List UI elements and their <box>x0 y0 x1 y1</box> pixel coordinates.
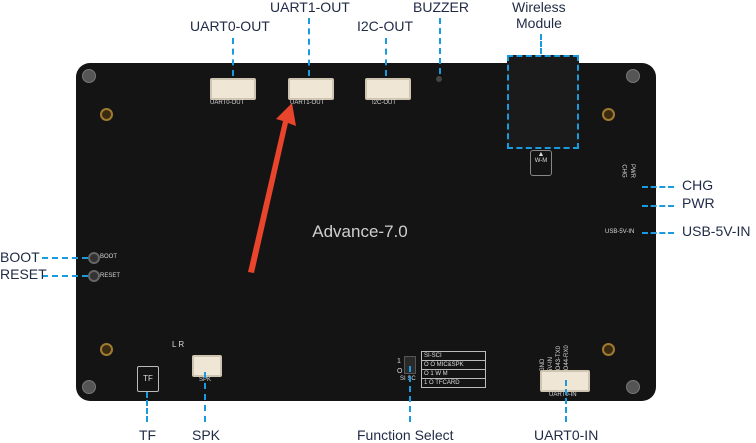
label-tf: TF <box>139 427 157 443</box>
label-wireless: Wireless <box>512 0 566 15</box>
label-usb-5v-in: USB-5V-IN <box>682 223 751 239</box>
label-uart0-in: UART0-IN <box>534 427 599 443</box>
silk-label: RESET <box>100 273 121 279</box>
leader-line <box>565 380 567 422</box>
buzzer <box>436 76 442 82</box>
leader-line <box>540 34 542 54</box>
silk-label: UART1-OUT <box>290 100 325 106</box>
screw-icon <box>82 69 96 83</box>
silk-label: UART0-OUT <box>210 100 245 106</box>
leader-line <box>42 275 88 277</box>
label-function-select: Function Select <box>357 427 454 443</box>
label-spk: SPK <box>192 427 221 443</box>
uart1-out-connector <box>288 78 334 100</box>
silk-label: USB-5V-IN <box>605 229 635 235</box>
leader-line <box>642 186 674 188</box>
silk-label: SI SC <box>400 376 416 382</box>
screw-icon <box>626 380 640 394</box>
leader-line <box>385 38 387 76</box>
mount-hole <box>602 343 615 356</box>
label-reset: RESET <box>0 266 47 282</box>
uart0-out-connector <box>210 78 256 100</box>
wireless-module-area <box>507 55 579 149</box>
silk-label: L R <box>172 340 185 349</box>
silk-label: O <box>397 368 403 375</box>
screw-icon <box>626 69 640 83</box>
function-select-table: SI-SCI O O MIC&SPK O 1 W M 1 O TFCARD <box>421 351 486 388</box>
leader-line <box>642 232 674 234</box>
silk-label: UART0-IN <box>549 392 577 398</box>
silk-label: BOOT <box>100 254 118 260</box>
screw-icon <box>82 380 96 394</box>
mount-hole <box>100 343 113 356</box>
label-pwr: PWR <box>682 195 715 211</box>
wm-badge: ▲W-M <box>530 150 552 176</box>
board-title: Advance-7.0 <box>312 222 408 241</box>
label-uart1-out: UART1-OUT <box>270 0 350 15</box>
label-boot: BOOT <box>0 249 40 265</box>
mount-hole <box>100 108 113 121</box>
silk-label: 1 <box>397 358 401 365</box>
label-module: Module <box>516 15 562 31</box>
leader-line <box>204 372 206 422</box>
label-chg: CHG <box>682 177 714 193</box>
leader-line <box>409 366 411 422</box>
silk-label: I2C-OUT <box>372 100 396 106</box>
mount-hole <box>602 108 615 121</box>
spk-connector <box>192 355 222 377</box>
boot-button <box>88 252 100 264</box>
reset-button <box>88 270 100 282</box>
leader-line <box>642 205 674 207</box>
label-i2c-out: I2C-OUT <box>357 18 413 34</box>
label-buzzer: BUZZER <box>413 0 469 15</box>
leader-line <box>42 257 88 259</box>
label-uart0-out: UART0-OUT <box>190 18 270 34</box>
leader-line <box>232 38 234 76</box>
leader-line <box>439 18 441 74</box>
tf-card-icon: TF <box>137 366 159 392</box>
leader-line <box>146 392 148 422</box>
leader-line <box>308 18 310 76</box>
i2c-out-connector <box>365 78 411 100</box>
